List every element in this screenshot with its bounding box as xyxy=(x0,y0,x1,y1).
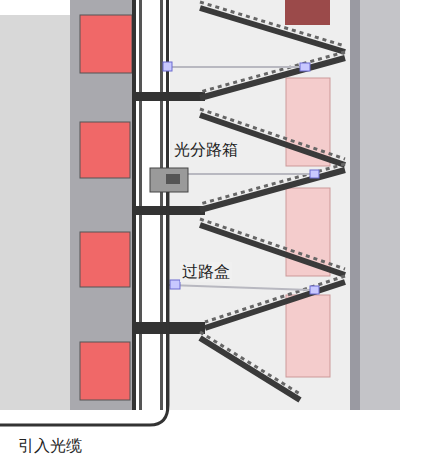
callout-label: 引入光缆 xyxy=(16,436,84,456)
callout-label: 过路盒 xyxy=(180,262,232,282)
callout-label: 光分路箱 xyxy=(172,140,240,160)
